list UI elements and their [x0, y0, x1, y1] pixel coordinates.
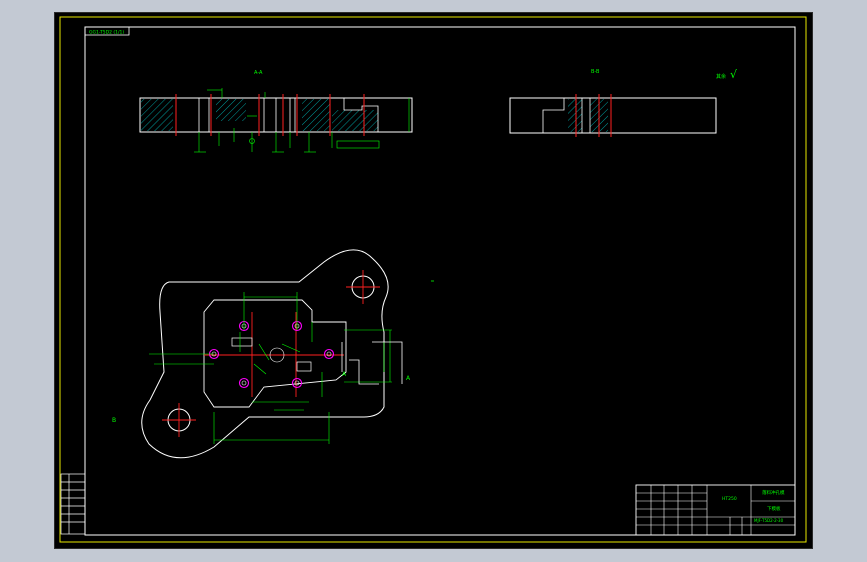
part-code-text: GG1-T5D2 (1/1)	[89, 30, 124, 36]
part-code-box	[84, 26, 130, 36]
inner-cavity	[203, 299, 347, 408]
roughness-symbol: √	[730, 68, 738, 81]
plan-view: A B A	[112, 249, 411, 459]
drawing-number: MJF-T5D2-2-30	[754, 518, 784, 523]
plan-dimensions	[149, 292, 392, 444]
drawing-svg: GG1-T5D2 (1/1) A-A	[59, 16, 807, 543]
hatch-zone-4	[332, 110, 378, 131]
section-b-outline	[509, 97, 717, 134]
section-view-a: A-A	[139, 70, 413, 153]
drawing-canvas[interactable]: GG1-T5D2 (1/1) A-A	[54, 12, 813, 549]
part-name: 落料冲孔模	[762, 489, 785, 496]
view-marker-a2: A	[342, 371, 347, 378]
hatch-zone-1	[141, 99, 173, 131]
hatch-zone-2	[216, 99, 246, 121]
drawing-name: 下模板	[767, 505, 781, 512]
revision-strip	[60, 473, 86, 535]
hatch-zone-3	[302, 99, 330, 131]
roughness-note: 其余	[716, 73, 726, 80]
section-b-label: B-B	[591, 69, 600, 75]
material: HT250	[722, 496, 737, 502]
step-profile	[343, 98, 379, 132]
view-marker-a: A	[406, 375, 411, 382]
title-block: 落料冲孔模 下模板 HT250 MJF-T5D2-2-30	[635, 484, 796, 536]
plate-outline	[141, 249, 389, 459]
section-a-label: A-A	[254, 70, 263, 76]
drawing-frame	[84, 26, 796, 536]
view-marker-b: B	[112, 417, 116, 424]
outer-border	[59, 16, 807, 543]
section-view-b: B-B	[509, 69, 717, 137]
